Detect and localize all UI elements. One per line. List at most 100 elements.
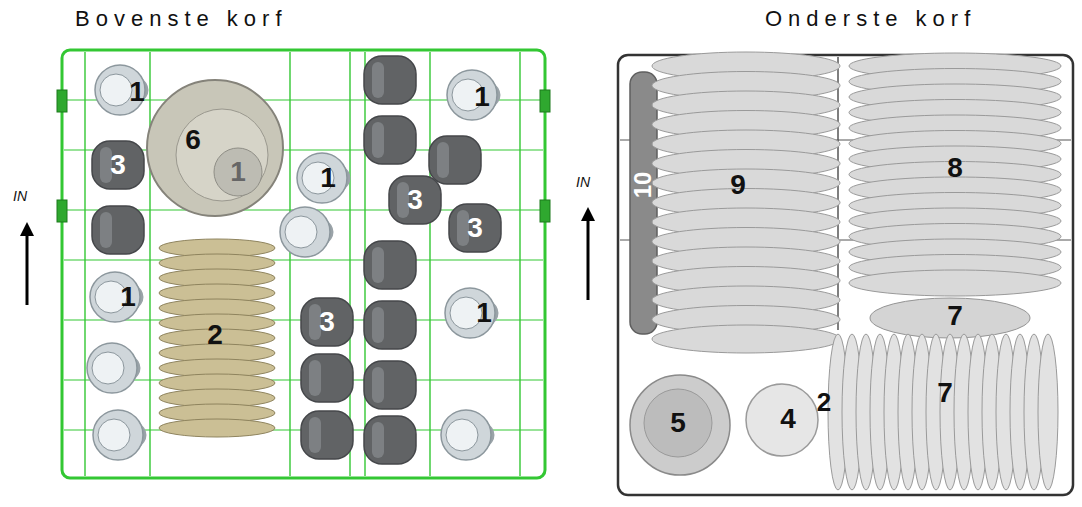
dinner-plate [652, 325, 840, 353]
cup [297, 153, 347, 203]
basket-frame [618, 55, 1073, 495]
glass [92, 141, 144, 189]
glass [389, 176, 441, 224]
cup [90, 272, 140, 322]
cup [445, 288, 495, 338]
direction-label: IN [576, 175, 590, 189]
serving-bowl [746, 384, 818, 456]
glass [364, 301, 416, 349]
lower-basket [618, 52, 1073, 495]
wire [429, 52, 430, 476]
cup [87, 343, 137, 393]
callout-number: 1 [230, 158, 246, 186]
callout-number: 1 [129, 78, 145, 106]
glass-highlight [437, 142, 449, 178]
glass-highlight [309, 304, 321, 340]
callout-number: 7 [947, 302, 963, 330]
basket-clip [540, 200, 550, 222]
glass [364, 116, 416, 164]
callout-number: 5 [670, 409, 686, 437]
glass-highlight [100, 147, 112, 183]
wire [64, 259, 543, 260]
soup-plate [1038, 334, 1058, 490]
callout-number: 6 [185, 126, 201, 154]
cup [93, 410, 143, 460]
glass-highlight [372, 367, 384, 403]
glass [92, 206, 144, 254]
cup [447, 70, 497, 120]
callout-number: 2 [817, 389, 831, 415]
cup [280, 207, 330, 257]
basket-panel: Bovenste korf [62, 6, 545, 478]
glass-highlight [457, 210, 469, 246]
callout-number: 1 [120, 283, 136, 311]
glass [301, 411, 353, 459]
wire [84, 52, 85, 476]
arrow-shaft [26, 232, 29, 305]
callout-number: 3 [407, 186, 423, 214]
basket-frame [62, 50, 545, 478]
glass [449, 204, 501, 252]
arrow-head [20, 222, 34, 236]
basket-clip [57, 90, 67, 112]
wire [349, 52, 350, 476]
saucer [159, 419, 275, 437]
glass-highlight [372, 122, 384, 158]
soup-plate [870, 298, 1030, 338]
basket-clip [57, 200, 67, 222]
bowl-inside [176, 109, 268, 201]
wire [519, 52, 520, 476]
serving-dish-inside [644, 389, 712, 457]
glass [301, 354, 353, 402]
wire [289, 52, 290, 476]
glass-highlight [372, 307, 384, 343]
basket-title: Onderste korf [765, 6, 976, 32]
basket-title: Bovenste korf [75, 6, 288, 32]
callout-number: 2 [207, 321, 223, 349]
glass-highlight [309, 360, 321, 396]
callout-number: 3 [319, 308, 335, 336]
glass-highlight [372, 62, 384, 98]
cup [95, 65, 145, 115]
glass-highlight [372, 247, 384, 283]
wire [149, 52, 150, 476]
basket-clip [540, 90, 550, 112]
glass-highlight [309, 417, 321, 453]
arrow-head [581, 207, 595, 221]
callout-number: 1 [476, 299, 492, 327]
upper-basket [57, 50, 550, 478]
callout-number: 1 [474, 83, 490, 111]
glass [429, 136, 481, 184]
cup-inside [446, 419, 478, 451]
cup-inside [285, 216, 317, 248]
glass [301, 298, 353, 346]
callout-number: 1 [320, 164, 336, 192]
direction-arrows [20, 207, 595, 305]
wire [837, 57, 839, 330]
basket-panel: Onderste korf [618, 6, 1075, 496]
glass [364, 361, 416, 409]
glass [364, 56, 416, 104]
arrow-shaft [587, 217, 590, 300]
callout-number: 3 [467, 214, 483, 242]
dinner-plate [849, 270, 1061, 296]
cup [441, 410, 491, 460]
callout-number: 9 [730, 171, 746, 199]
callout-number: 8 [947, 154, 963, 182]
glass [364, 241, 416, 289]
callout-number: 3 [110, 151, 126, 179]
cup-in-bowl [214, 148, 262, 196]
glass-highlight [372, 422, 384, 458]
callout-number: 4 [780, 405, 796, 433]
glass-highlight [397, 182, 409, 218]
callout-number: 10 [631, 172, 655, 199]
cup-inside [100, 74, 132, 106]
direction-label: IN [13, 189, 27, 203]
bowl [147, 80, 283, 216]
glass [364, 416, 416, 464]
glass-highlight [100, 212, 112, 248]
cup-inside [98, 419, 130, 451]
serving-dish [630, 375, 730, 475]
